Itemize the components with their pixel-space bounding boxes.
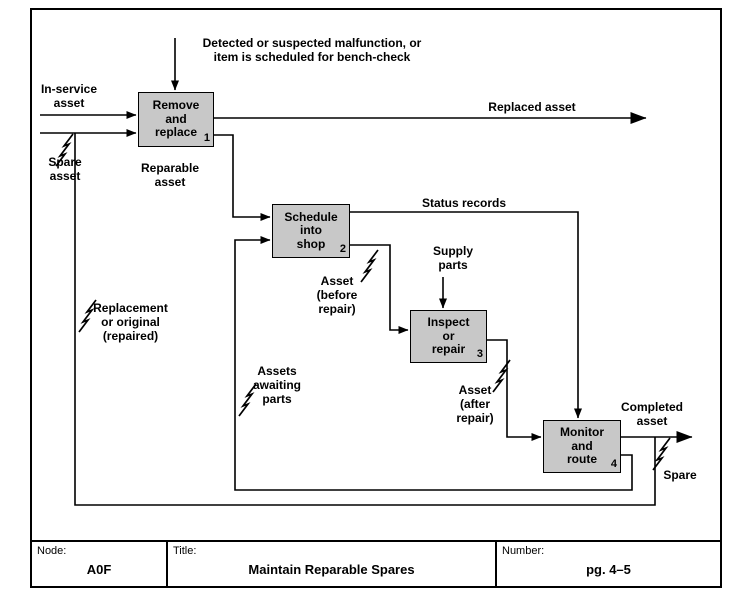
label-asset-after-repair: Asset (after repair) <box>456 383 494 426</box>
node-label: Node: <box>37 545 67 557</box>
function-box-number: 1 <box>203 132 210 144</box>
function-box-label: Schedule into shop <box>284 209 338 251</box>
function-box-label: Monitor and route <box>560 425 604 467</box>
title-label: Title: <box>173 545 197 557</box>
label-supply-parts: Supply parts <box>432 244 473 273</box>
label-replaced-asset: Replaced asset <box>488 100 576 114</box>
function-box-schedule-into-shop: Schedule into shop 2 <box>272 204 350 258</box>
title-block-node-cell: Node: A0F <box>32 542 168 586</box>
function-box-number: 2 <box>339 243 346 255</box>
label-spare-output: Spare <box>663 468 697 482</box>
wire-asset-after-repair <box>487 339 542 441</box>
title-block: Node: A0F Title: Maintain Reparable Spar… <box>32 540 720 586</box>
function-box-remove-and-replace: Remove and replace 1 <box>138 92 214 147</box>
node-value: A0F <box>86 562 112 577</box>
title-value: Maintain Reparable Spares <box>248 562 415 577</box>
function-box-number: 3 <box>476 348 483 360</box>
wire-asset-before-repair <box>350 244 409 334</box>
function-box-number: 4 <box>610 458 617 470</box>
label-malfunction-control: Detected or suspected malfunction, or it… <box>202 36 422 65</box>
label-reparable-asset: Reparable asset <box>140 161 200 190</box>
label-completed-asset: Completed asset <box>620 400 683 429</box>
label-status-records: Status records <box>421 196 507 210</box>
label-assets-awaiting-parts: Assets awaiting parts <box>252 364 301 407</box>
label-replacement-or-original: Replacement or original (repaired) <box>93 301 168 344</box>
wire-spare-return <box>74 133 656 506</box>
function-box-monitor-and-route: Monitor and route 4 <box>543 420 621 473</box>
number-value: pg. 4–5 <box>586 562 631 577</box>
wire-assets-awaiting-parts <box>234 236 633 491</box>
function-box-label: Inspect or repair <box>427 315 470 357</box>
title-block-number-cell: Number: pg. 4–5 <box>497 542 720 586</box>
function-box-label: Remove and replace <box>152 98 200 140</box>
label-in-service-asset: In-service asset <box>40 82 98 111</box>
title-block-title-cell: Title: Maintain Reparable Spares <box>168 542 497 586</box>
label-spare-asset: Spare asset <box>48 155 82 184</box>
number-label: Number: <box>502 545 545 557</box>
function-box-inspect-or-repair: Inspect or repair 3 <box>410 310 487 363</box>
wire-reparable-asset <box>214 134 271 221</box>
label-asset-before-repair: Asset (before repair) <box>316 274 358 317</box>
wire-status-records <box>350 211 582 419</box>
